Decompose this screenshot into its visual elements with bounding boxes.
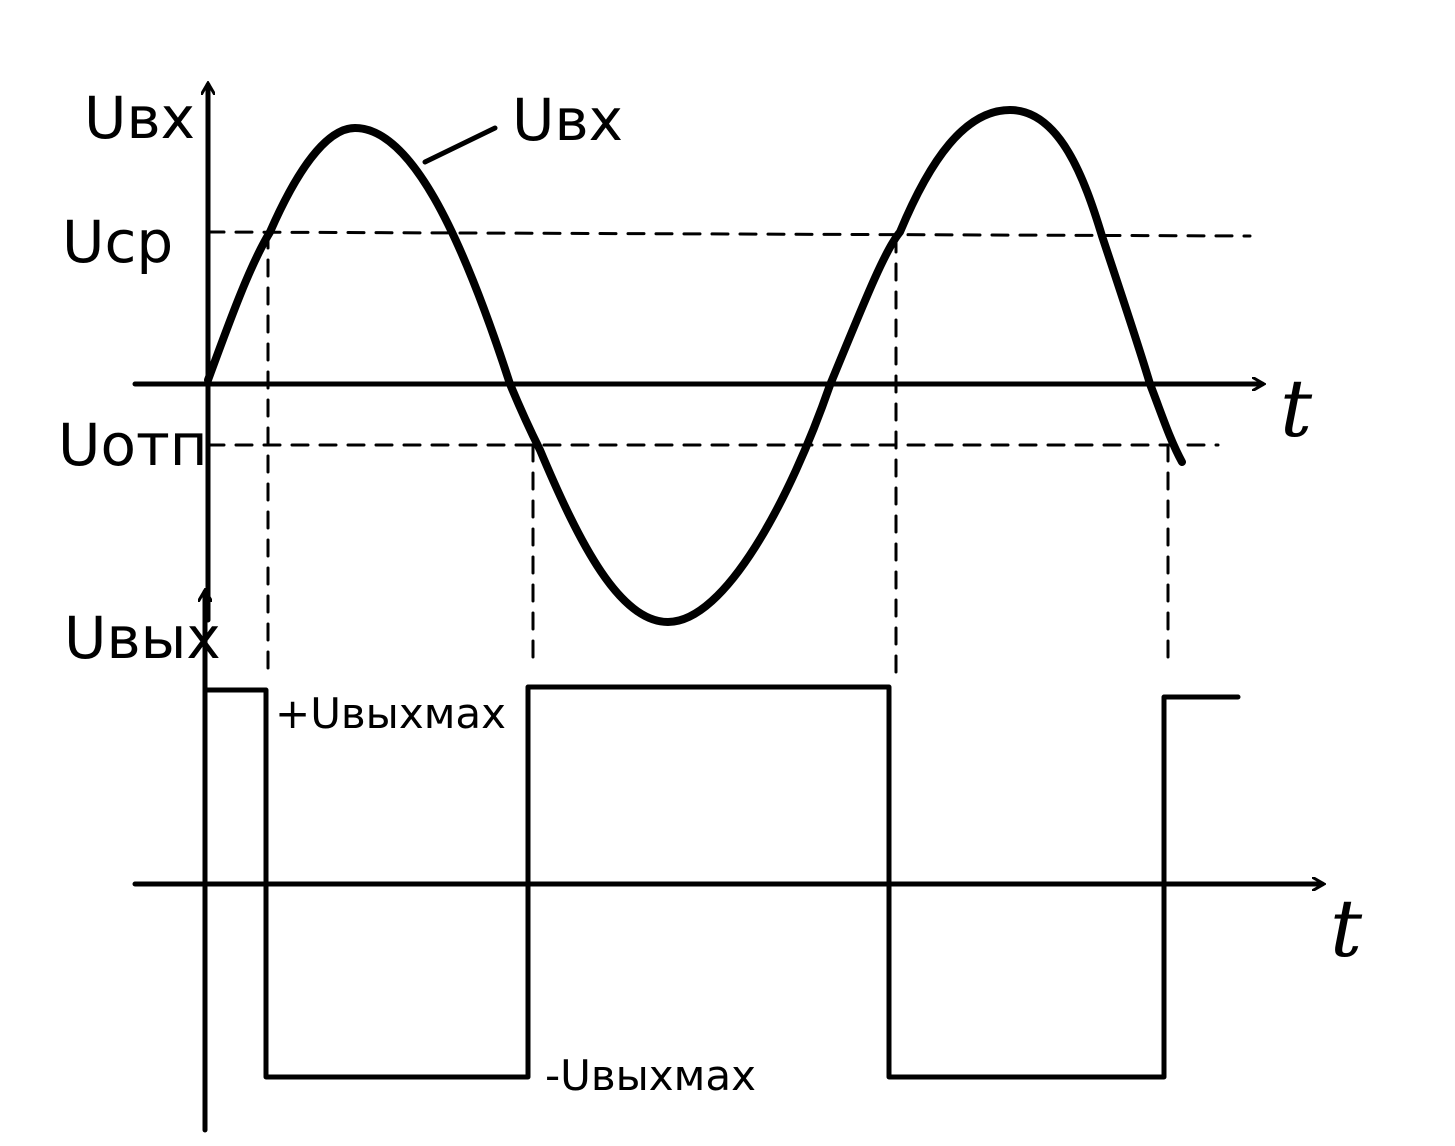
label-input-voltage-axis: Uвх xyxy=(84,84,195,152)
label-bottom-time-axis: t xyxy=(1330,882,1363,975)
label-trigger-threshold: Uср xyxy=(62,208,173,276)
label-release-threshold: Uотп xyxy=(58,411,208,479)
label-output-voltage-axis: Uвых xyxy=(64,604,221,672)
label-output-high: +Uвыхмах xyxy=(275,689,506,738)
label-output-low: -Uвыхмах xyxy=(545,1051,756,1100)
output-square-wave xyxy=(202,684,1241,1080)
input-sine-curve xyxy=(204,106,1186,626)
label-input-curve: Uвх xyxy=(512,86,623,154)
trigger-threshold-line xyxy=(206,230,1252,238)
label-top-time-axis: t xyxy=(1280,362,1313,455)
input-curve-pointer xyxy=(422,125,498,165)
